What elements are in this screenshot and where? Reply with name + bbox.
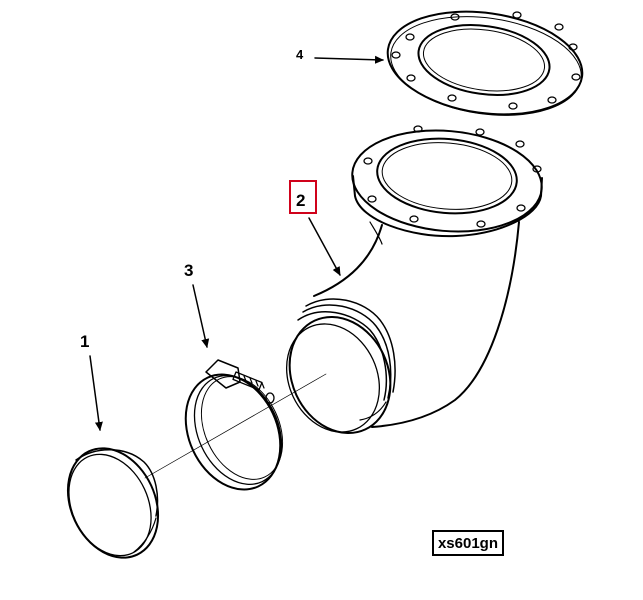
assembly-centerline bbox=[144, 373, 327, 479]
elbow-flange-bolt-holes bbox=[363, 125, 542, 228]
figure-id-label: xs601gn bbox=[432, 530, 504, 556]
leader-3 bbox=[192, 284, 210, 348]
leader-1 bbox=[89, 355, 103, 431]
part-3-clamp[interactable] bbox=[168, 359, 299, 505]
callout-1[interactable]: 1 bbox=[80, 332, 89, 351]
part-4-gasket[interactable] bbox=[381, 0, 589, 127]
part-1-flange-ring[interactable] bbox=[51, 434, 175, 573]
callout-2[interactable]: 2 bbox=[296, 191, 305, 210]
callout-4[interactable]: 4 bbox=[296, 47, 304, 62]
leader-2 bbox=[308, 217, 341, 276]
gasket-bolt-holes bbox=[391, 11, 581, 110]
clamp-latch bbox=[205, 359, 275, 404]
callout-3[interactable]: 3 bbox=[184, 261, 193, 280]
selected-callout-highlight bbox=[289, 180, 317, 214]
part-2-elbow[interactable] bbox=[269, 123, 546, 450]
leader-4 bbox=[314, 55, 384, 64]
